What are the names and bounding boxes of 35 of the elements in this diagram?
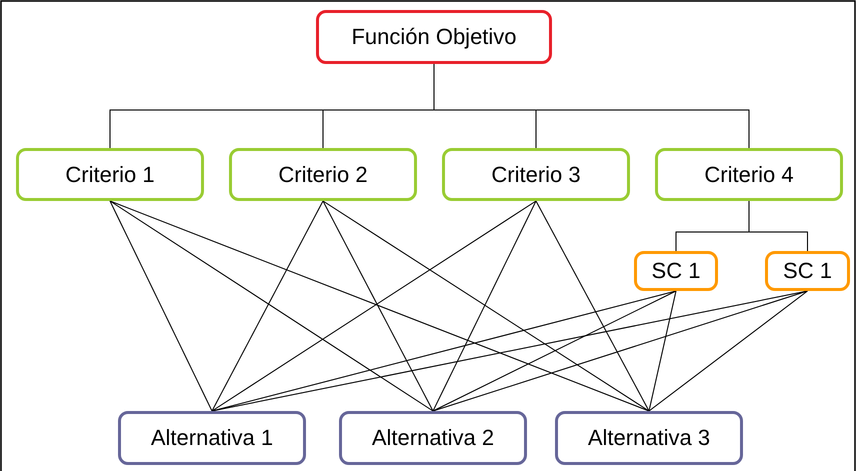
connector-line: [110, 200, 434, 412]
alternative-box: [339, 411, 527, 465]
connector-line: [432, 290, 676, 412]
node-label: Alternativa 3: [588, 425, 710, 451]
alternative-box: [118, 411, 306, 465]
connector-line: [110, 200, 212, 412]
connector-line: [110, 200, 650, 412]
node-label: SC 1: [652, 258, 700, 284]
node-label: Criterio 3: [491, 162, 581, 188]
node-label: Criterio 1: [65, 162, 155, 188]
connector-line: [432, 200, 536, 412]
goal-box: [316, 10, 552, 64]
connector-line: [322, 200, 650, 412]
connector-line: [322, 200, 434, 412]
connector-line: [212, 200, 536, 412]
criterion-box: [16, 148, 204, 201]
subcriterion-box: [765, 251, 850, 291]
node-label: Criterio 4: [704, 162, 794, 188]
connector-line: [212, 200, 324, 412]
node-label: Alternativa 1: [150, 425, 274, 451]
criterion-box: [655, 148, 843, 201]
connector-line: [212, 290, 808, 412]
node-label: Función Objetivo: [351, 24, 517, 50]
connector-line: [648, 290, 676, 412]
tree-connector: [748, 200, 808, 252]
connector-line: [536, 200, 650, 412]
node-label: SC 1: [783, 258, 832, 284]
alternative-box: [555, 411, 743, 465]
criterion-box: [229, 148, 417, 201]
connector-line: [648, 290, 808, 412]
node-label: Alternativa 2: [372, 425, 494, 451]
subcriterion-box: [634, 251, 718, 291]
connector-line: [432, 290, 808, 412]
node-label: Criterio 2: [278, 162, 368, 188]
criterion-box: [442, 148, 630, 201]
